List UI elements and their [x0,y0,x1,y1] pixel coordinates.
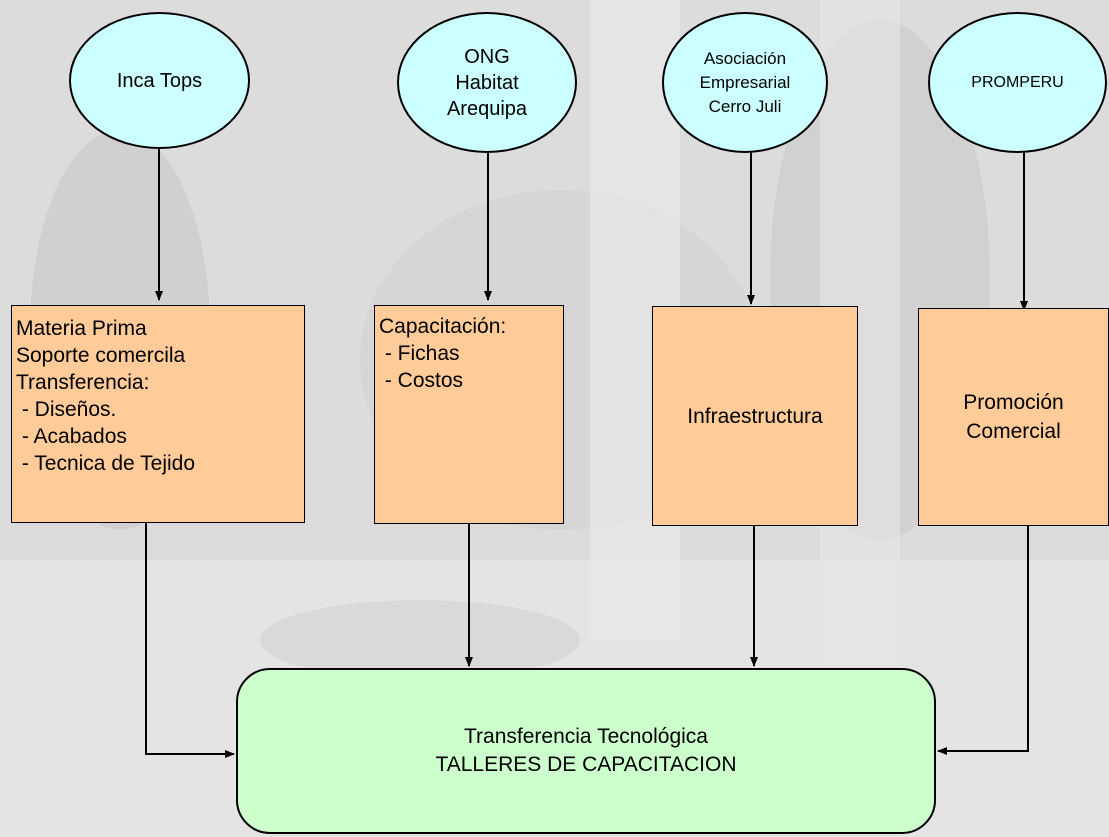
contribution-materia-prima: Materia Prima Soporte comercila Transfer… [11,305,305,523]
source-label: PROMPERU [971,73,1064,91]
target-line: Transferencia Tecnológica [464,725,708,748]
target-line: TALLERES DE CAPACITACION [435,753,737,776]
source-label: ONG [464,45,510,68]
contribution-line: Promoción [963,391,1064,414]
source-promperu: PROMPERU [928,12,1107,153]
contribution-line: Transferencia: [16,371,150,394]
source-asociacion-empresarial: Asociación Empresarial Cerro Juli [662,12,828,153]
contribution-line: Infraestructura [687,404,823,428]
source-label: Empresarial [699,72,791,92]
source-label: Asociación [703,48,787,68]
contribution-line: - Diseños. [16,398,117,421]
contribution-promocion-comercial: Promoción Comercial [918,308,1109,526]
source-label: Cerro Juli [708,96,782,116]
contribution-infraestructura: Infraestructura [652,306,858,526]
contribution-line: - Tecnica de Tejido [16,452,196,475]
source-inca-tops: Inca Tops [69,12,250,149]
contribution-line: - Costos [379,369,464,392]
contribution-line: Capacitación: [379,315,507,338]
source-label: Habitat [455,71,519,94]
arrow-materials-to-target [145,522,235,758]
contribution-line: - Fichas [379,342,460,365]
contribution-line: Soporte comercila [16,344,186,367]
arrow-promocion-to-target [937,526,1029,755]
source-label: Arequipa [446,97,528,120]
target-talleres-capacitacion: Transferencia Tecnológica TALLERES DE CA… [236,668,936,834]
contribution-line: - Acabados [16,425,127,448]
contribution-capacitacion: Capacitación: - Fichas - Costos [374,305,564,524]
contribution-line: Comercial [966,420,1061,443]
contribution-line: Materia Prima [16,317,147,340]
source-label: Inca Tops [116,69,203,92]
source-ong-habitat-arequipa: ONG Habitat Arequipa [397,12,577,153]
